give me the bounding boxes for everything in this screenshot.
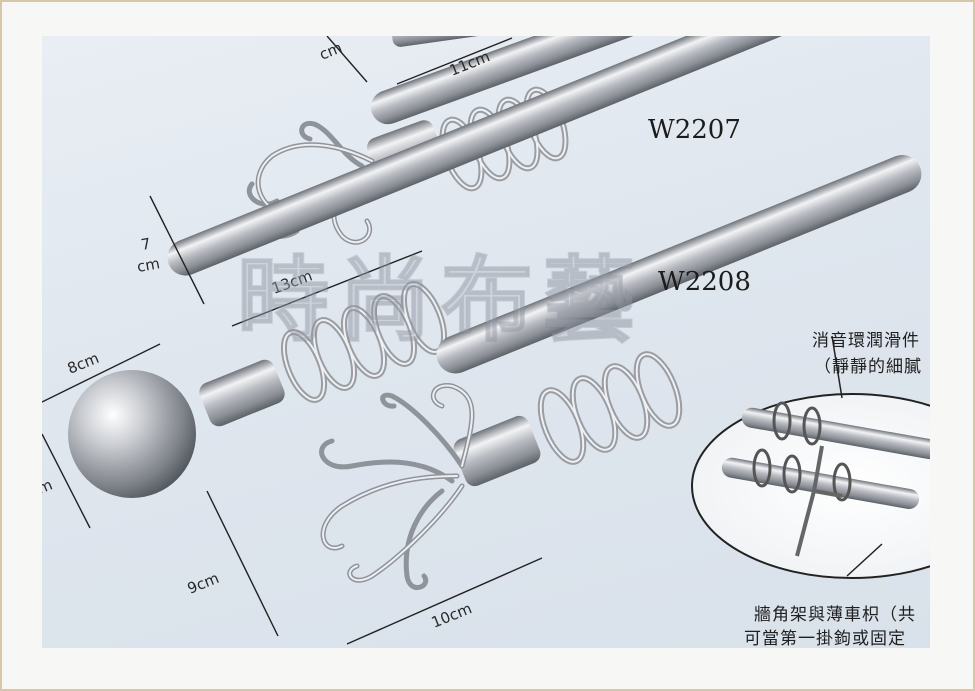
product-photo: cm 11cm 7 cm 13cm 8cm m 9cm 10cm W2207 W… bbox=[42, 36, 930, 648]
rod-leaf bbox=[436, 154, 922, 487]
curtain-rod-illustration: cm 11cm 7 cm 13cm 8cm m 9cm 10cm W2207 W… bbox=[42, 36, 930, 645]
dim-leaf-height: 9cm bbox=[185, 569, 222, 598]
dimension-lines bbox=[42, 36, 543, 645]
watermark-text: 時尚布藝 bbox=[236, 246, 646, 355]
inset-note-line4: 可當第一掛鉤或固定 bbox=[744, 629, 906, 648]
dim-fleur-height-unit: cm bbox=[136, 254, 162, 276]
model-label-w2207: W2207 bbox=[648, 115, 741, 145]
dim-top-partial: cm bbox=[317, 38, 345, 63]
inset-note-line2: （靜靜的細膩 bbox=[814, 357, 922, 377]
inset-detail bbox=[691, 335, 930, 579]
dim-ball-height: m bbox=[42, 476, 55, 498]
ball-finial bbox=[68, 370, 196, 498]
dim-fleur-height-num: 7 bbox=[140, 235, 153, 254]
top-rod bbox=[391, 36, 512, 47]
inset-note-line3: 牆角架與薄車枳（共 bbox=[754, 605, 916, 625]
dim-ball-width: 8cm bbox=[65, 349, 102, 378]
model-label-w2208: W2208 bbox=[658, 267, 751, 297]
inset-note-line1: 消音環潤滑件 bbox=[812, 331, 920, 351]
